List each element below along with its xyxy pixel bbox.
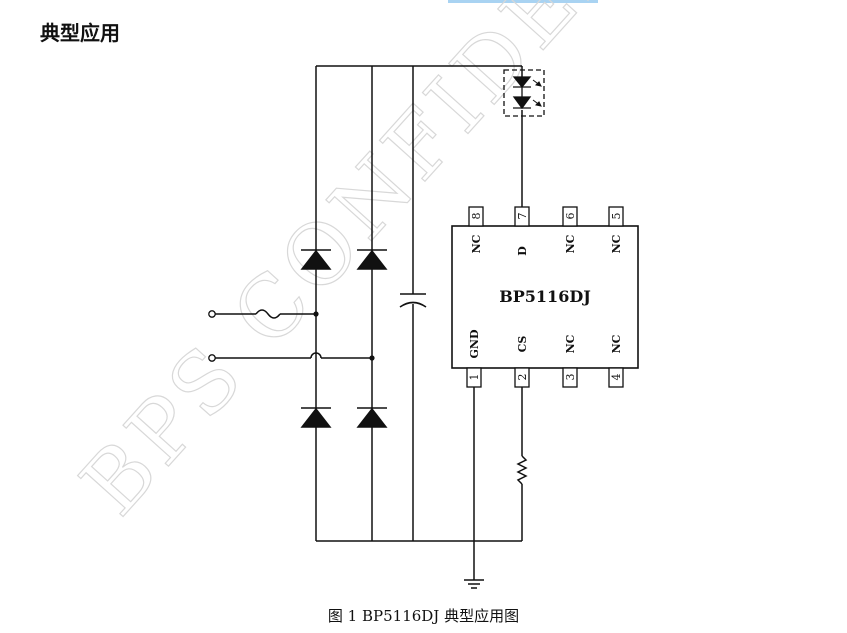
led-string [503, 69, 545, 117]
junction-dot [369, 355, 375, 361]
ic-pin-2: 2 CS [514, 336, 530, 388]
ic-pin-3: 3 NC [562, 334, 578, 388]
svg-text:NC: NC [564, 334, 577, 353]
svg-text:NC: NC [610, 234, 623, 253]
svg-text:D: D [516, 246, 529, 256]
bridge-diode-d1 [300, 249, 332, 270]
svg-text:7: 7 [516, 213, 529, 220]
svg-text:5: 5 [610, 213, 623, 220]
junction-dot [313, 311, 319, 317]
ic-package-body [451, 225, 639, 369]
top-accent-bar [448, 0, 598, 3]
ic-part-number: BP5116DJ [499, 287, 591, 306]
bridge-diode-d3 [300, 407, 332, 428]
svg-text:CS: CS [516, 336, 529, 353]
svg-text:6: 6 [564, 213, 577, 220]
ic-pin-1: 1 GND [466, 329, 482, 388]
svg-text:NC: NC [470, 234, 483, 253]
confidential-watermark: BPS CONFIDENTIAL [62, 0, 807, 533]
ic-pin-5: 5 NC [608, 206, 624, 253]
ic-pin-4: 4 NC [608, 334, 624, 388]
figure-caption: 图 1 BP5116DJ 典型应用图 [327, 607, 520, 625]
ground-symbol [464, 579, 484, 589]
section-heading: 典型应用 [40, 21, 120, 45]
ic-pin-8: 8 NC [468, 206, 484, 253]
svg-text:8: 8 [470, 213, 483, 220]
svg-text:4: 4 [610, 374, 623, 381]
ac-terminal-2 [208, 354, 216, 362]
svg-text:3: 3 [564, 374, 577, 381]
svg-text:1: 1 [468, 374, 481, 381]
bridge-diode-d2 [356, 249, 388, 270]
filter-capacitor [399, 293, 427, 308]
svg-text:2: 2 [516, 374, 529, 381]
ic-pin-6: 6 NC [562, 206, 578, 253]
ac-terminal-1 [208, 310, 216, 318]
circuit-wiring [215, 65, 528, 580]
svg-text:GND: GND [468, 329, 481, 358]
svg-text:NC: NC [564, 234, 577, 253]
bridge-diode-d4 [356, 407, 388, 428]
ic-pin-7: 7 D [514, 206, 530, 256]
svg-text:NC: NC [610, 334, 623, 353]
